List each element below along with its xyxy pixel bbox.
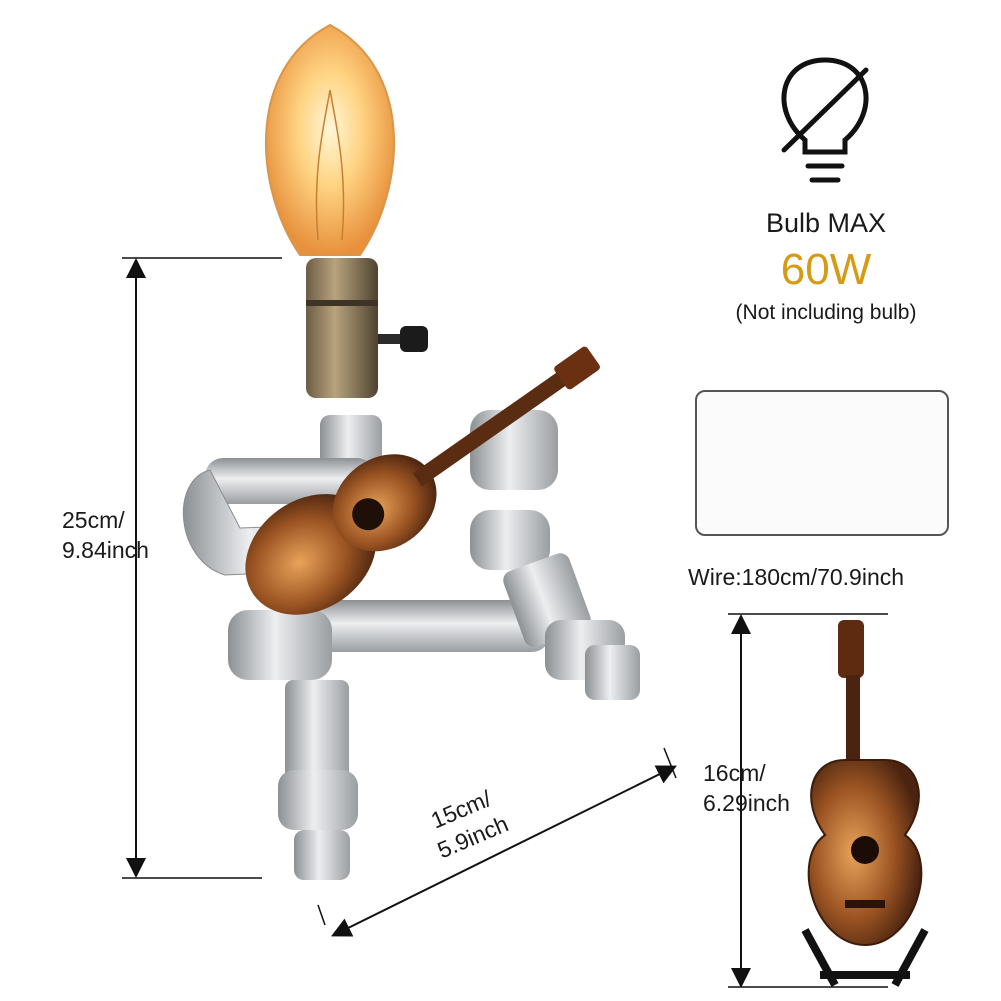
wattage-label: 60W xyxy=(780,245,872,294)
guitar-cm: 16cm/ xyxy=(703,760,766,786)
height-label: 25cm/ 9.84inch xyxy=(62,505,149,565)
edison-bulb xyxy=(265,23,395,256)
guitar-dimension xyxy=(728,613,888,988)
height-dimension xyxy=(122,257,282,879)
width-dimension xyxy=(317,747,677,937)
no-bulb-icon xyxy=(781,57,869,183)
cord-image-frame xyxy=(695,390,949,536)
small-guitar xyxy=(245,346,600,615)
guitar-on-stand xyxy=(801,620,929,987)
not-including-bulb-label: (Not including bulb) xyxy=(735,301,917,324)
height-cm: 25cm/ xyxy=(62,507,125,533)
guitar-inch: 6.29inch xyxy=(703,790,790,816)
bulb-max-label: Bulb MAX xyxy=(765,208,887,238)
wire-length-label: Wire:180cm/70.9inch xyxy=(688,564,905,590)
height-inch: 9.84inch xyxy=(62,537,149,563)
guitar-height-label: 16cm/ 6.29inch xyxy=(703,758,790,818)
lamp-socket xyxy=(306,258,428,398)
